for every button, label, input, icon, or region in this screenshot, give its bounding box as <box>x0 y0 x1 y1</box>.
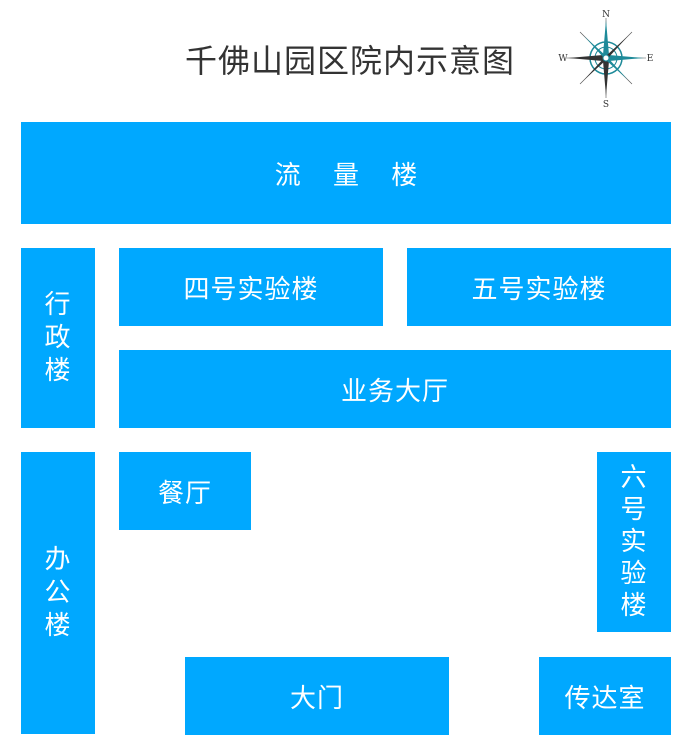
building-liuliang-label: 流 量 楼 <box>274 160 430 191</box>
building-xingzheng-char: 政 <box>44 322 72 353</box>
building-xingzheng-char: 楼 <box>44 355 72 386</box>
building-liuhao-char: 验 <box>620 559 648 589</box>
building-chuanda: 传达室 <box>539 657 671 735</box>
building-sihao: 四号实验楼 <box>119 248 383 326</box>
compass-n: N <box>602 10 610 20</box>
compass-w: W <box>558 54 568 64</box>
building-liuhao-char: 号 <box>620 495 648 525</box>
building-xingzheng-char: 行 <box>44 289 72 320</box>
building-bangong-char: 楼 <box>44 610 72 641</box>
page-title: 千佛山园区院内示意图 <box>184 42 515 80</box>
building-wuhao: 五号实验楼 <box>407 248 671 326</box>
building-liuhao-char: 楼 <box>620 591 648 621</box>
building-canting: 餐厅 <box>119 452 251 530</box>
building-bangong: 办 公 楼 <box>21 452 95 734</box>
building-bangong-char: 公 <box>44 577 72 608</box>
building-canting-label: 餐厅 <box>157 478 212 509</box>
building-yewu-label: 业务大厅 <box>340 376 449 407</box>
building-damen: 大门 <box>185 657 449 735</box>
building-liuhao-char: 实 <box>620 527 648 557</box>
building-liuhao: 六 号 实 验 楼 <box>597 452 671 632</box>
building-wuhao-label: 五号实验楼 <box>471 274 607 305</box>
compass-e: E <box>647 54 654 64</box>
building-liuliang: 流 量 楼 <box>21 122 671 224</box>
building-liuhao-char: 六 <box>620 463 648 493</box>
building-chuanda-label: 传达室 <box>564 683 646 714</box>
compass-s: S <box>603 100 609 108</box>
building-sihao-label: 四号实验楼 <box>183 274 319 305</box>
building-damen-label: 大门 <box>289 683 344 714</box>
building-yewu: 业务大厅 <box>119 350 671 428</box>
building-xingzheng: 行 政 楼 <box>21 248 95 428</box>
building-bangong-char: 办 <box>44 544 72 575</box>
compass-rose-icon: N E S W <box>558 10 654 108</box>
